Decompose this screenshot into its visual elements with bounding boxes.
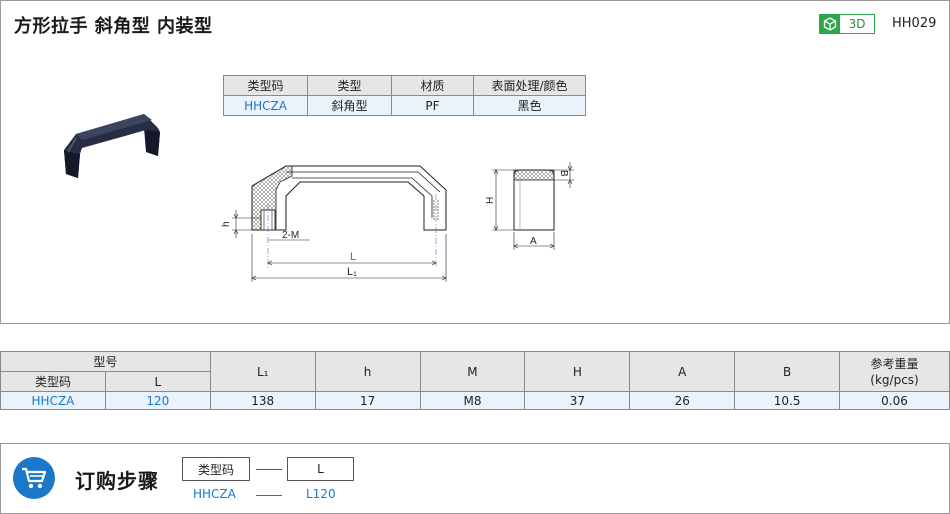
product-image [64,114,160,178]
dim-cell-H: 37 [524,391,631,410]
dim-header-type-code: 类型码 [0,371,106,392]
dim-header-weight-label: 参考重量 [870,356,919,371]
side-view-drawing: H B A [485,162,574,250]
dim-cell-weight: 0.06 [839,391,950,410]
product-panel [0,0,950,324]
dim-cell-L: 120 [104,391,211,410]
dim-header-h: h [314,351,421,392]
dim-cell-B: 10.5 [734,391,841,410]
order-title: 订购步骤 [75,469,159,493]
order-value-L: L120 [306,487,336,501]
dim-L1-label: L₁ [347,266,357,278]
spec-table: 类型码 类型 材质 表面处理/颜色 HHCZA 斜角型 PF 黑色 [223,75,586,116]
dim-cell-L1: 138 [209,391,316,410]
front-view-drawing: h 2-M L L₁ [221,165,447,282]
dim-L-label: L [350,251,356,263]
dim-header-row-1: 型号 L₁ h M H A B 参考重量 (kg/pcs) [0,351,950,392]
dim-B-label: B [558,170,569,177]
spec-header-type-code: 类型码 [223,75,308,96]
dim-header-A: A [629,351,736,392]
dim-header-L1: L₁ [209,351,316,392]
dim-cell-h: 17 [314,391,421,410]
dimension-table: 型号 L₁ h M H A B 参考重量 (kg/pcs) 类型码 L HHCZ… [0,351,950,410]
order-value-type-code: HHCZA [193,487,236,501]
dim-cell-type-code: HHCZA [0,391,106,410]
order-panel [0,443,950,514]
order-value-connector [256,495,282,496]
spec-header-material: 材质 [391,75,474,96]
dim-thread-label: 2-M [282,230,299,241]
spec-header-row: 类型码 类型 材质 表面处理/颜色 [223,75,586,96]
dim-cell-M: M8 [419,391,526,410]
order-connector [256,469,282,470]
spec-row: HHCZA 斜角型 PF 黑色 [223,95,586,116]
dim-header-weight: 参考重量 (kg/pcs) [839,351,950,392]
order-box-L: L [287,457,354,481]
3d-model-button[interactable]: 3D [819,14,875,34]
dim-header-weight-unit: (kg/pcs) [870,372,919,387]
cart-icon [13,457,55,499]
dim-data-row: HHCZA 120 138 17 M8 37 26 10.5 0.06 [0,391,950,410]
spec-header-finish: 表面处理/颜色 [473,75,586,96]
product-code: HH029 [892,16,937,31]
dim-header-row-2: 类型码 L [0,371,950,392]
dim-header-H: H [524,351,631,392]
spec-type: 斜角型 [307,95,392,116]
dim-header-M: M [419,351,526,392]
dim-header-L: L [104,371,211,392]
dim-h-label: h [221,221,232,227]
dim-header-model: 型号 [0,351,211,372]
dim-header-B: B [734,351,841,392]
dim-A-label: A [530,236,537,247]
spec-header-type: 类型 [307,75,392,96]
page-title: 方形拉手 斜角型 内装型 [14,16,213,37]
cube-icon [820,15,840,33]
dim-cell-A: 26 [629,391,736,410]
spec-type-code: HHCZA [223,95,308,116]
order-box-type-code: 类型码 [182,457,250,481]
3d-label: 3D [848,17,866,31]
spec-material: PF [391,95,474,116]
dim-H-label: H [485,197,496,204]
spec-finish: 黑色 [473,95,586,116]
